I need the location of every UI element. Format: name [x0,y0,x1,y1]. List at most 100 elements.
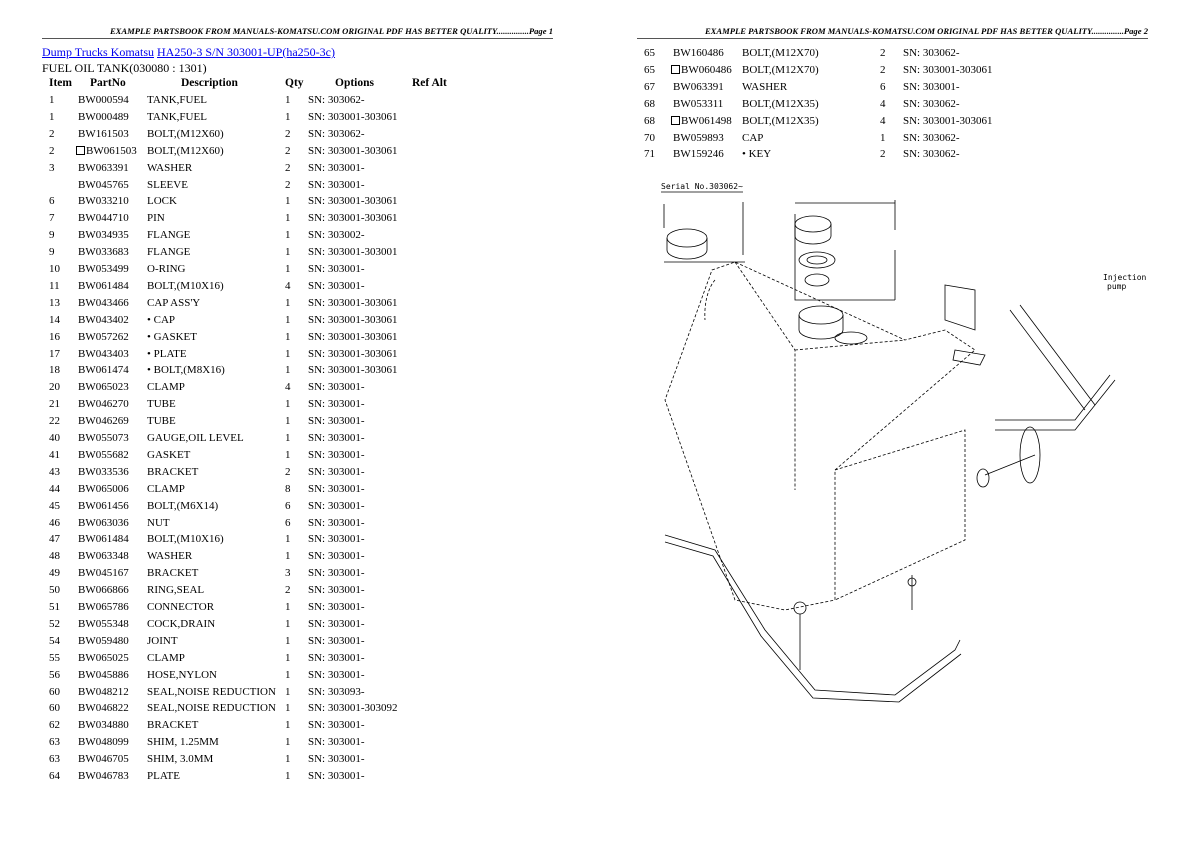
options: SN: 303001- [308,651,365,664]
serial-label: Serial No.303062~ [661,182,743,191]
quantity: 2 [880,47,886,59]
options: SN: 303001- [308,448,365,461]
options: SN: 303001-303061 [308,144,398,157]
quantity: 1 [285,685,291,698]
description: WASHER [147,161,193,174]
item-number: 11 [49,279,60,292]
item-number: 68 [644,97,655,110]
quantity: 8 [285,482,291,495]
item-number: 43 [49,465,60,478]
quantity: 3 [285,567,291,580]
item-number: 49 [49,567,60,580]
quantity: 1 [285,313,291,326]
description: • CAP [147,313,175,326]
item-number: 14 [49,313,60,326]
quantity: 1 [285,651,291,664]
options: SN: 303062- [308,94,365,106]
injection-label: Injection [1103,273,1147,282]
item-number: 20 [49,381,60,394]
item-number: 65 [644,47,655,59]
part-number: BW059480 [78,634,129,647]
item-number: 9 [49,229,55,242]
item-number: 47 [49,533,60,546]
part-number: BW060486 [671,64,732,76]
options: SN: 303001-303061 [308,296,398,309]
quantity: 1 [285,736,291,749]
item-number: 52 [49,617,60,630]
quantity: 4 [285,279,291,292]
description: BOLT,(M12X35) [742,114,819,127]
options: SN: 303001-303061 [308,364,398,377]
breadcrumb-link-dump-trucks[interactable]: Dump Trucks Komatsu [42,45,155,59]
quantity: 1 [285,668,291,681]
part-number-text: BW061503 [86,144,137,157]
quantity: 1 [285,770,291,782]
quantity: 6 [285,499,291,512]
options: SN: 303001- [308,279,365,292]
description: BOLT,(M12X70) [742,47,819,59]
options: SN: 303001- [308,432,365,444]
description: • BOLT,(M8X16) [147,364,225,377]
breadcrumb-link-model[interactable]: HA250-3 S/N 303001-UP(ha250-3c) [157,45,335,59]
description: COCK,DRAIN [147,617,216,630]
options: SN: 303001- [308,601,365,613]
description: BOLT,(M10X16) [147,533,224,546]
quantity: 4 [880,114,886,127]
description: BRACKET [147,719,199,732]
part-number: BW046783 [78,770,129,782]
options: SN: 303001- [308,499,365,512]
quantity: 1 [285,263,291,275]
col-header-partno: PartNo [90,77,126,89]
item-number: 55 [49,651,60,664]
item-number: 1 [49,94,55,106]
quantity: 1 [285,195,291,208]
quantity: 1 [285,330,291,343]
quantity: 1 [285,634,291,647]
options: SN: 303001-303061 [308,110,398,123]
item-number: 1 [49,110,55,123]
item-number: 16 [49,330,60,343]
part-number: BW061484 [78,533,129,546]
options: SN: 303001-303061 [308,330,398,343]
part-number: BW057262 [78,330,129,343]
part-number: BW055073 [78,432,129,444]
quantity: 1 [285,212,291,225]
quantity: 1 [285,601,291,613]
description: CAP ASS'Y [147,296,201,309]
part-number: BW034880 [78,719,129,732]
part-number: BW053311 [673,97,724,110]
part-number: BW063036 [78,516,129,529]
item-number: 48 [49,550,60,563]
item-number: 3 [49,161,55,174]
part-number: BW061498 [671,115,732,127]
item-number: 54 [49,634,60,647]
options: SN: 303001-303061 [308,313,398,326]
item-number: 63 [49,736,60,749]
description: PLATE [147,770,180,782]
options: SN: 303001- [308,770,365,782]
item-number: 2 [49,127,55,140]
description: CAP [742,131,764,144]
description: GAUGE,OIL LEVEL [147,432,244,444]
options: SN: 303001- [308,178,365,191]
part-number: BW033683 [78,246,129,259]
quantity: 1 [285,296,291,309]
options: SN: 303001- [308,719,365,732]
description: BOLT,(M12X60) [147,144,224,157]
quantity: 6 [285,516,291,529]
options: SN: 303001- [308,736,365,749]
description: FLANGE [147,246,191,259]
quantity: 2 [285,144,291,157]
fuel-tank [664,261,976,611]
quantity: 2 [880,148,886,161]
item-number: 17 [49,347,60,360]
quantity: 2 [285,584,291,597]
options: SN: 303001-303061 [903,114,993,127]
filler-neck [798,305,868,345]
item-number: 68 [644,114,655,127]
part-number: BW059893 [673,131,724,144]
part-number: BW000594 [78,94,129,106]
description: SHIM, 1.25MM [147,736,219,749]
item-number: 2 [49,144,55,157]
part-number: BW044710 [78,212,129,225]
